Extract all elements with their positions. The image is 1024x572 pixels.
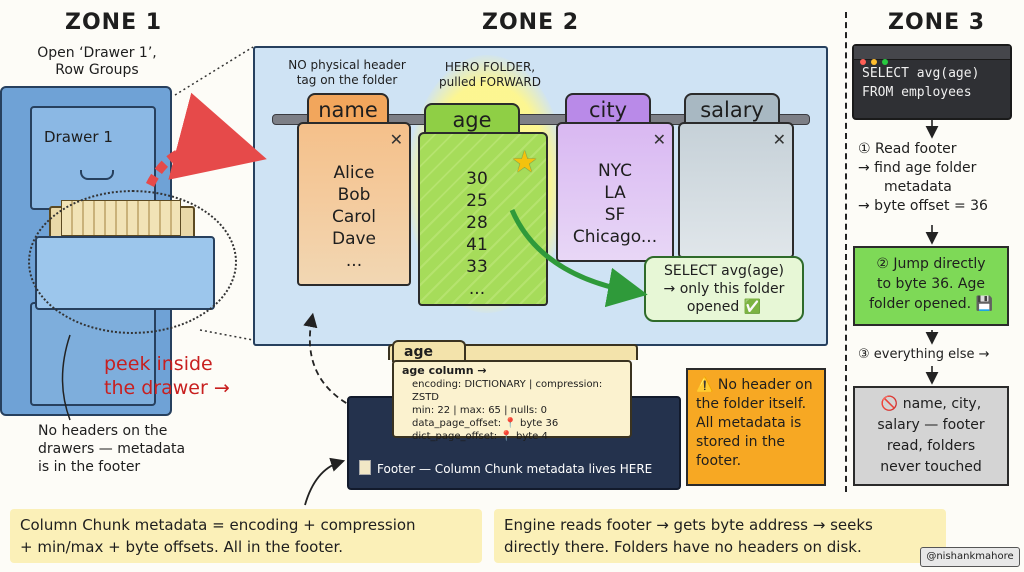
folder-age: ★ 30 25 28 41 33 ...: [418, 132, 548, 306]
folder-city: ✕ NYC LA SF Chicago...: [556, 122, 674, 262]
zone3-title: ZONE 3: [888, 10, 986, 35]
folder-city-values: NYC LA SF Chicago...: [572, 161, 658, 247]
meta-stats: min: 22 | max: 65 | nulls: 0: [412, 405, 547, 416]
close-icon: ✕: [772, 130, 786, 149]
warning-note: ⚠️ No header on the folder itself. All m…: [686, 368, 826, 486]
meta-dict-offset: dict_page_offset: 📍 byte 4: [412, 431, 548, 442]
zone1-title: ZONE 1: [65, 10, 163, 35]
no-header-tag-note: NO physical header tag on the folder: [288, 58, 406, 87]
close-icon: ✕: [652, 130, 666, 149]
author-credit: @nishankmahore: [920, 547, 1020, 567]
star-icon: ★: [511, 145, 538, 180]
drawer-1: Drawer 1: [30, 106, 156, 210]
minimize-dot-icon: [871, 59, 878, 65]
folder-name: ✕ Alice Bob Carol Dave ...: [297, 122, 411, 286]
folder-tab-salary: salary: [684, 93, 780, 125]
maximize-dot-icon: [882, 59, 889, 65]
step3-text: ③ everything else →: [858, 347, 990, 362]
folder-tab-name: name: [307, 93, 389, 125]
no-headers-drawer-note: No headers on the drawers — metadata is …: [38, 423, 186, 475]
open-drawer-note: Open ‘Drawer 1’, Row Groups: [37, 45, 157, 78]
zone3-separator: [845, 12, 847, 492]
close-icon: ✕: [389, 130, 403, 149]
zoom-line-top: [174, 46, 254, 96]
zone2-title: ZONE 2: [482, 10, 580, 35]
drawer-highlight-circle: [28, 190, 237, 334]
drawer-handle-icon: [80, 170, 114, 180]
meta-card-heading: age column →: [402, 364, 487, 377]
step2-box: ② Jump directly to byte 36. Age folder o…: [853, 246, 1009, 326]
meta-encoding: encoding: DICTIONARY | compression: ZSTD: [412, 379, 603, 403]
folder-tab-age: age: [424, 103, 520, 135]
hanging-rod: [272, 114, 810, 125]
dashed-arrow: [303, 312, 356, 409]
meta-card: age column → encoding: DICTIONARY | comp…: [392, 360, 632, 442]
close-dot-icon: [860, 59, 866, 65]
bottom-note-left: Column Chunk metadata = encoding + compr…: [10, 509, 482, 563]
terminal-query: SELECT avg(age) FROM employees: [862, 66, 980, 100]
folder-tab-city: city: [565, 93, 651, 125]
note-arrow: [304, 457, 346, 506]
folder-name-values: Alice Bob Carol Dave ...: [331, 163, 377, 271]
peek-note: peek inside the drawer →: [104, 353, 230, 399]
hero-folder-note: HERO FOLDER, pulled FORWARD: [439, 60, 541, 89]
terminal-title-bar: [854, 46, 1010, 65]
terminal-window: SELECT avg(age) FROM employees: [852, 44, 1012, 120]
footer-label-row: Footer — Column Chunk metadata lives HER…: [359, 460, 652, 476]
step1-text: ① Read footer → find age folder metadata…: [858, 141, 988, 214]
pointer-line: [61, 334, 71, 421]
green-arrow: [509, 209, 648, 308]
folder-age-values: 30 25 28 41 33 ...: [466, 169, 488, 299]
bottom-note-right: Engine reads footer → gets byte address …: [494, 509, 946, 563]
zoom-line-bottom: [199, 329, 254, 341]
folder-salary: ✕: [678, 122, 794, 258]
clipboard-icon: [359, 460, 371, 475]
drawer-1-label: Drawer 1: [44, 128, 113, 146]
red-arrow: [145, 92, 267, 188]
meta-data-offset: data_page_offset: 📍 byte 36: [412, 418, 559, 429]
meta-card-tab: age: [392, 340, 466, 362]
select-query-bubble: SELECT avg(age) → only this folder opene…: [644, 256, 804, 322]
step3-box: 🚫 name, city, salary — footer read, fold…: [853, 386, 1009, 486]
